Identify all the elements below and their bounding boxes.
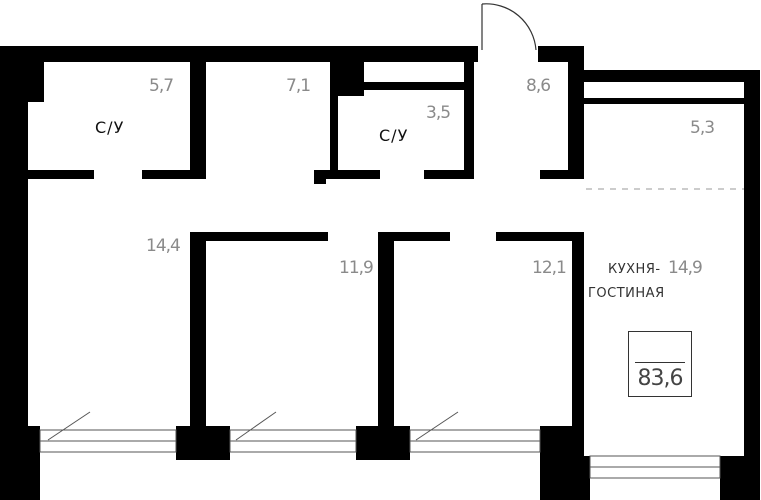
walls	[0, 46, 760, 500]
wall-bed1-left	[190, 232, 206, 407]
wall-right-top	[568, 70, 760, 82]
total-area-box: 83,6	[628, 331, 692, 397]
room-area-loggia: 5,3	[690, 118, 715, 138]
pier-5	[548, 456, 590, 500]
wall-bath2-right	[464, 62, 474, 178]
wall-corridor-1	[28, 170, 94, 179]
window-sash-3	[415, 411, 459, 441]
wall-small-post	[314, 170, 326, 184]
pier-1	[0, 426, 40, 500]
windows	[39, 411, 721, 479]
wall-bed2-bottom	[378, 400, 394, 430]
wall-niche-b	[28, 96, 44, 102]
wall-bed2-left	[378, 232, 394, 407]
wall-top-right	[538, 46, 584, 62]
wall-bed2-top-a	[378, 232, 450, 241]
room-type-bath1: С/У	[95, 118, 125, 137]
wall-right-outer	[744, 70, 760, 500]
room-type-kitchen-line1: КУХНЯ-	[608, 262, 661, 277]
wall-corridor-4	[424, 170, 474, 179]
wall-bed1-bottom	[190, 400, 206, 430]
pier-3	[356, 426, 410, 460]
room-area-wardrobe: 7,1	[286, 76, 311, 96]
entrance-door	[481, 3, 537, 51]
wall-top	[0, 46, 478, 62]
room-area-bedroom2: 11,9	[339, 258, 374, 278]
pier-2	[176, 426, 230, 460]
wall-bath1-right	[190, 62, 206, 178]
wall-corridor-2	[142, 170, 206, 179]
wall-right-top2	[584, 98, 744, 104]
window-sash-2	[235, 411, 277, 441]
wall-left	[0, 46, 28, 500]
wall-niche	[28, 62, 44, 102]
wall-corridor-5	[540, 170, 584, 179]
wall-corridor-3	[316, 170, 380, 179]
wall-bath2-shaft	[338, 62, 364, 96]
wall-bath2-left	[330, 62, 338, 178]
room-area-bath1: 5,7	[149, 76, 174, 96]
room-type-bath2: С/У	[379, 126, 409, 145]
total-area-rule	[635, 362, 685, 363]
room-area-bedroom1: 14,4	[146, 236, 181, 256]
total-area-value: 83,6	[637, 366, 684, 391]
pier-6	[720, 456, 760, 500]
wall-bed3-top	[496, 232, 580, 241]
wall-hall-right	[568, 62, 584, 178]
room-area-bedroom3: 12,1	[532, 258, 567, 278]
room-type-kitchen-line2: ГОСТИНАЯ	[588, 286, 665, 301]
wall-bath2-top	[364, 82, 466, 90]
room-area-kitchen: 14,9	[668, 258, 703, 278]
wall-bed3-right	[572, 232, 584, 462]
wall-bed1-top	[190, 232, 328, 241]
window-sash-1	[47, 411, 91, 441]
room-area-hall: 8,6	[526, 76, 551, 96]
room-area-bath2: 3,5	[426, 103, 451, 123]
